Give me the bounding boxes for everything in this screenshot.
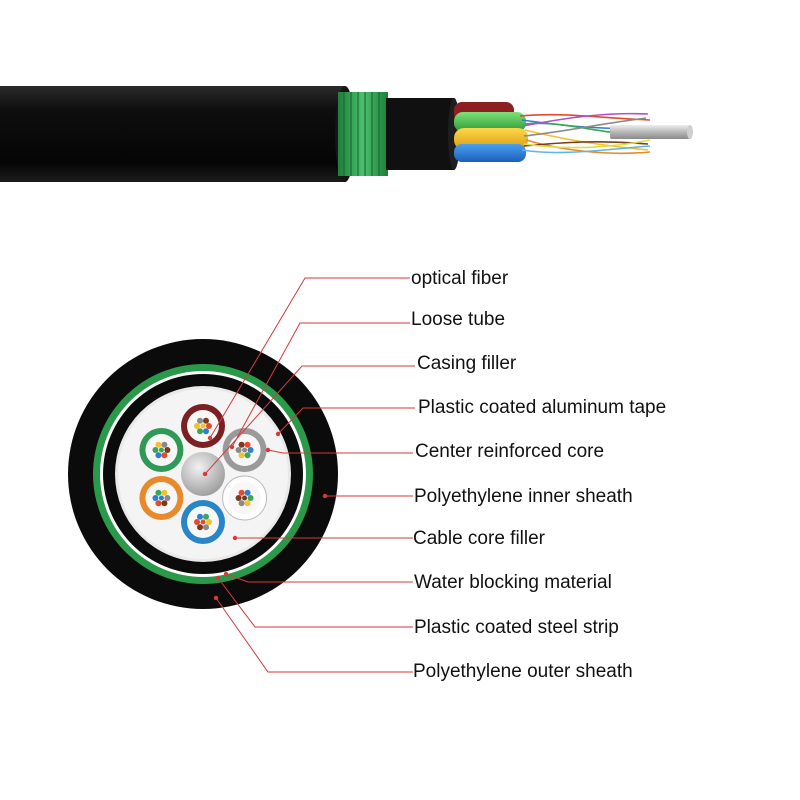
fiber-dot — [155, 441, 162, 448]
leader-dots — [202, 431, 328, 601]
fiber-dot — [235, 495, 242, 501]
fiber-dot — [164, 447, 171, 453]
fiber-dot — [155, 452, 162, 459]
fiber-dot — [200, 423, 206, 429]
fiber-dot — [203, 513, 209, 520]
fiber-dot — [158, 495, 164, 501]
tube-green-side — [454, 112, 526, 132]
label-casing-filler: Casing filler — [417, 353, 517, 374]
fiber-dot — [235, 447, 242, 453]
steel-strip-side — [338, 92, 388, 176]
fiber-dot — [242, 495, 248, 501]
fiber-dot — [200, 519, 206, 525]
label-core-filler: Cable core filler — [413, 528, 545, 549]
label-water-blocking: Water blocking material — [414, 572, 612, 593]
fiber-dot — [194, 519, 200, 525]
fiber-dot — [247, 495, 254, 501]
leader-lines — [204, 277, 415, 673]
fiber-dot — [197, 513, 203, 520]
inner-sheath-side — [386, 98, 454, 170]
fiber-dot — [206, 423, 212, 429]
steel-strip-corrugation — [343, 92, 380, 176]
fiber-dot — [158, 447, 164, 453]
fiber-dot — [203, 524, 209, 531]
fiber-dot — [197, 417, 203, 424]
center-rod-side — [610, 125, 690, 139]
fiber-dot — [197, 428, 203, 435]
fiber-dot — [244, 441, 251, 448]
fiber-dot — [244, 452, 251, 459]
label-inner-sheath: Polyethylene inner sheath — [414, 486, 633, 507]
fiber-dot — [242, 447, 248, 453]
label-aluminum-tape: Plastic coated aluminum tape — [418, 397, 667, 418]
fiber-dot — [155, 500, 162, 507]
fiber-dot — [238, 452, 245, 459]
fibers-side — [519, 112, 651, 155]
fiber-dot — [194, 423, 200, 429]
label-loose-tube: Loose tube — [411, 309, 506, 330]
center-rod-end — [687, 125, 693, 139]
tube-blue-side — [454, 144, 526, 162]
fiber-dot — [206, 519, 212, 525]
fiber-dot — [152, 447, 159, 453]
loose-tubes — [139, 404, 268, 544]
fiber-dot — [238, 489, 245, 496]
cable-side-view — [0, 86, 693, 182]
label-outer-sheath: Polyethylene outer sheath — [413, 661, 633, 682]
fiber-dot — [238, 441, 245, 448]
fiber-dot — [161, 500, 168, 507]
fiber-dot — [197, 524, 203, 531]
fiber-dot — [161, 452, 168, 459]
label-optical-fiber: optical fiber — [411, 268, 509, 289]
label-center-core: Center reinforced core — [415, 441, 605, 462]
fiber-dot — [244, 489, 251, 496]
fiber-dot — [164, 495, 171, 501]
fiber-dot — [244, 500, 251, 507]
fiber-dot — [152, 495, 159, 501]
fiber-dot — [247, 447, 254, 453]
fiber-dot — [203, 428, 209, 435]
fiber-dot — [203, 417, 209, 424]
fiber-dot — [238, 500, 245, 507]
fiber-dot — [155, 489, 162, 496]
outer-sheath-side — [0, 86, 345, 182]
fiber-dot — [161, 489, 168, 496]
fiber-dot — [161, 441, 168, 448]
label-steel-strip: Plastic coated steel strip — [414, 617, 619, 638]
